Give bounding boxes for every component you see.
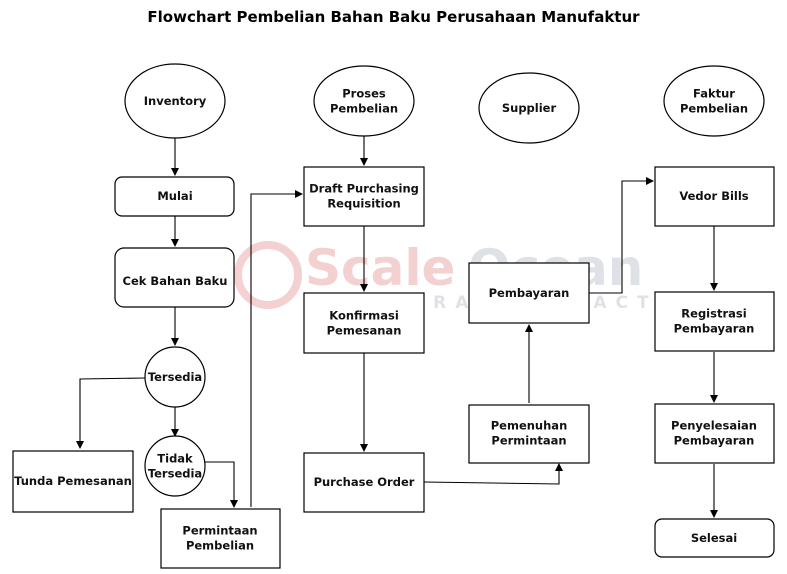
node-label-line: Proses [342, 87, 386, 101]
node-label-line: Supplier [502, 101, 557, 115]
node-label-line: Tersedia [148, 467, 202, 481]
edge-pembayaran-vendor [589, 177, 654, 294]
node-label-line: Pembayaran [489, 286, 570, 300]
node-label-line: Pembayaran [674, 322, 755, 336]
node-tunda-pemesanan: Tunda Pemesanan [12, 450, 134, 513]
node-label-line: Draft Purchasing [309, 182, 419, 196]
node-label-line: Pembelian [680, 102, 748, 116]
node-label-line: Purchase Order [314, 475, 415, 489]
watermark-brand-scale: Scale [305, 239, 455, 297]
node-inventory: Inventory [124, 63, 226, 139]
edge-tidak-permintaan [204, 461, 238, 508]
node-label-tersedia: Tersedia [148, 370, 202, 384]
node-label-line: Pembelian [186, 539, 254, 553]
node-tersedia: Tersedia [144, 346, 206, 408]
node-label-line: Vedor Bills [679, 189, 748, 203]
node-label-line: Inventory [144, 94, 207, 108]
node-label-cek: Cek Bahan Baku [123, 274, 228, 288]
node-label-line: Selesai [691, 531, 737, 545]
diagram-title: Flowchart Pembelian Bahan Baku Perusahaa… [147, 8, 640, 26]
edge-permintaan-draft [250, 190, 303, 507]
node-label-line: Pembelian [330, 102, 398, 116]
node-label-line: Tersedia [148, 370, 202, 384]
node-label-inventory: Inventory [144, 94, 207, 108]
node-label-pembayaran: Pembayaran [489, 286, 570, 300]
node-label-line: Permintaan [182, 524, 257, 538]
watermark-logo-icon [234, 241, 302, 309]
node-label-line: Tunda Pemesanan [14, 474, 132, 488]
node-pembayaran: Pembayaran [468, 262, 590, 324]
node-label-supplier: Supplier [502, 101, 557, 115]
node-label-line: Pemesanan [327, 324, 402, 338]
node-selesai: Selesai [654, 518, 775, 558]
node-label-line: Mulai [157, 189, 192, 203]
node-mulai: Mulai [114, 176, 235, 217]
node-label-vendor: Vedor Bills [679, 189, 748, 203]
node-label-line: Cek Bahan Baku [123, 274, 228, 288]
node-label-line: Pemenuhan [491, 419, 568, 433]
node-label-line: Tidak [157, 452, 193, 466]
node-label-tunda: Tunda Pemesanan [14, 474, 132, 488]
node-label-line: Permintaan [491, 434, 566, 448]
node-label-line: Pembayaran [674, 434, 755, 448]
node-label-mulai: Mulai [157, 189, 192, 203]
node-label-line: Faktur [693, 87, 735, 101]
edge-tersedia-tunda [76, 377, 146, 449]
node-vedor-bills: Vedor Bills [654, 166, 775, 227]
watermark: Scale Ocean ACCELERATE IMPACT [234, 239, 649, 313]
node-label-po: Purchase Order [314, 475, 415, 489]
node-label-line: Requisition [327, 197, 400, 211]
node-supplier: Supplier [478, 72, 580, 144]
edges [76, 136, 718, 518]
edge-po-pemenuhan [423, 463, 563, 485]
nodes: Inventory Mulai Cek Bahan Baku Tersedia … [12, 63, 775, 569]
node-cek-bahan-baku: Cek Bahan Baku [114, 247, 235, 308]
node-purchase-order: Purchase Order [303, 452, 425, 513]
node-label-line: Konfirmasi [329, 309, 399, 323]
node-label-line: Registrasi [681, 307, 746, 321]
node-label-line: Penyelesaian [671, 419, 757, 433]
node-label-selesai: Selesai [691, 531, 737, 545]
